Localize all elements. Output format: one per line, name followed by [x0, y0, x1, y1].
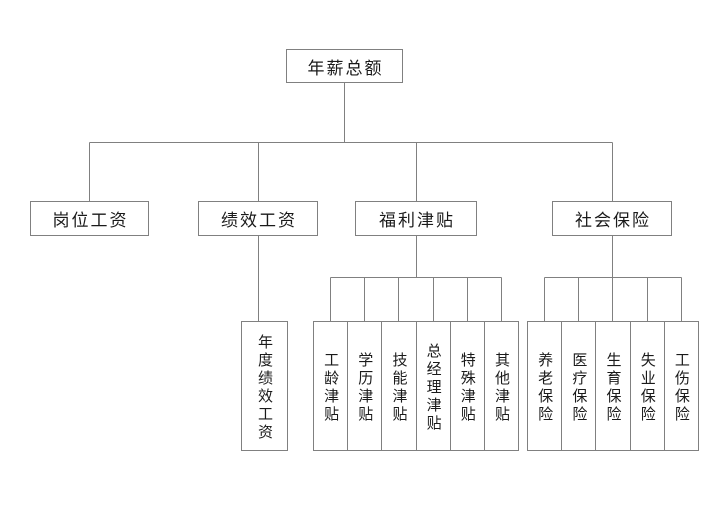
- welfare-children-row: 工龄津贴 学历津贴 技能津贴 总经理津贴 特殊津贴 其他津贴: [313, 321, 520, 451]
- node-work-injury-insurance: 工伤保险: [663, 321, 700, 451]
- node-annual-performance-wage: 年度绩效工资: [241, 321, 288, 451]
- node-position-wage: 岗位工资: [30, 201, 149, 236]
- node-general-manager-allowance: 总经理津贴: [415, 321, 451, 451]
- node-other-allowance: 其他津贴: [483, 321, 520, 451]
- node-annual-salary-total: 年薪总额: [286, 49, 403, 83]
- node-seniority-allowance: 工龄津贴: [313, 321, 349, 451]
- node-pension-insurance: 养老保险: [527, 321, 563, 451]
- node-education-allowance: 学历津贴: [347, 321, 383, 451]
- node-maternity-insurance: 生育保险: [595, 321, 631, 451]
- node-social-insurance: 社会保险: [552, 201, 672, 236]
- node-skill-allowance: 技能津贴: [381, 321, 417, 451]
- node-performance-wage: 绩效工资: [198, 201, 318, 236]
- node-unemployment-insurance: 失业保险: [629, 321, 665, 451]
- social-insurance-children-row: 养老保险 医疗保险 生育保险 失业保险 工伤保险: [527, 321, 700, 451]
- node-medical-insurance: 医疗保险: [561, 321, 597, 451]
- node-welfare-allowance: 福利津贴: [355, 201, 477, 236]
- node-special-allowance: 特殊津贴: [449, 321, 485, 451]
